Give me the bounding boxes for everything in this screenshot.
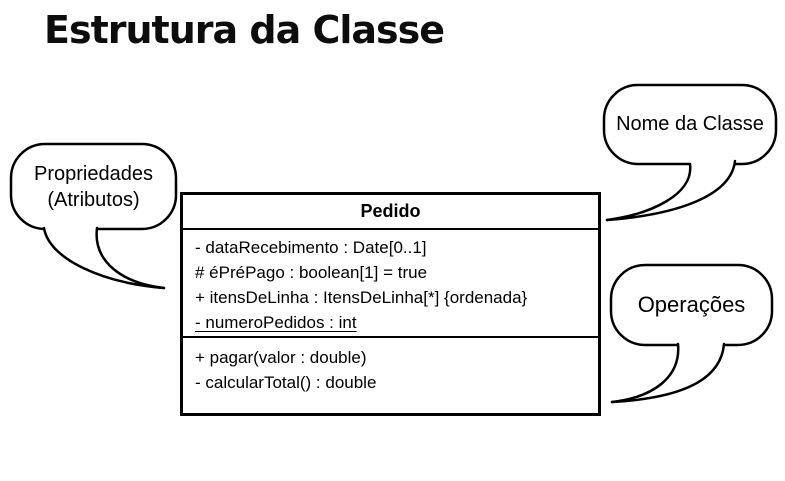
callout-operations: Operações	[611, 265, 772, 345]
uml-operations-compartment: + pagar(valor : double) - calcularTotal(…	[183, 338, 598, 395]
callout-class-name: Nome da Classe	[604, 84, 776, 164]
uml-class-name: Pedido	[183, 195, 598, 230]
uml-operation: - calcularTotal() : double	[195, 373, 377, 392]
callout-operations-label: Operações	[637, 292, 746, 317]
uml-attributes-compartment: - dataRecebimento : Date[0..1] # éPréPag…	[183, 230, 598, 338]
callout-properties-line2: (Atributos)	[47, 188, 140, 211]
callout-properties-line1: Propriedades	[34, 162, 153, 185]
uml-class-box: Pedido - dataRecebimento : Date[0..1] # …	[180, 192, 601, 416]
uml-attribute: - dataRecebimento : Date[0..1]	[195, 238, 427, 257]
uml-attribute: # éPréPago : boolean[1] = true	[195, 263, 428, 282]
page-title: Estrutura da Classe	[44, 8, 445, 52]
uml-attribute-static: - numeroPedidos : int	[195, 313, 357, 332]
callout-class-name-label: Nome da Classe	[616, 113, 764, 135]
callout-properties: Propriedades (Atributos)	[11, 144, 176, 229]
uml-operation: + pagar(valor : double)	[195, 348, 367, 367]
uml-attribute: + itensDeLinha : ItensDeLinha[*] {ordena…	[195, 288, 528, 307]
